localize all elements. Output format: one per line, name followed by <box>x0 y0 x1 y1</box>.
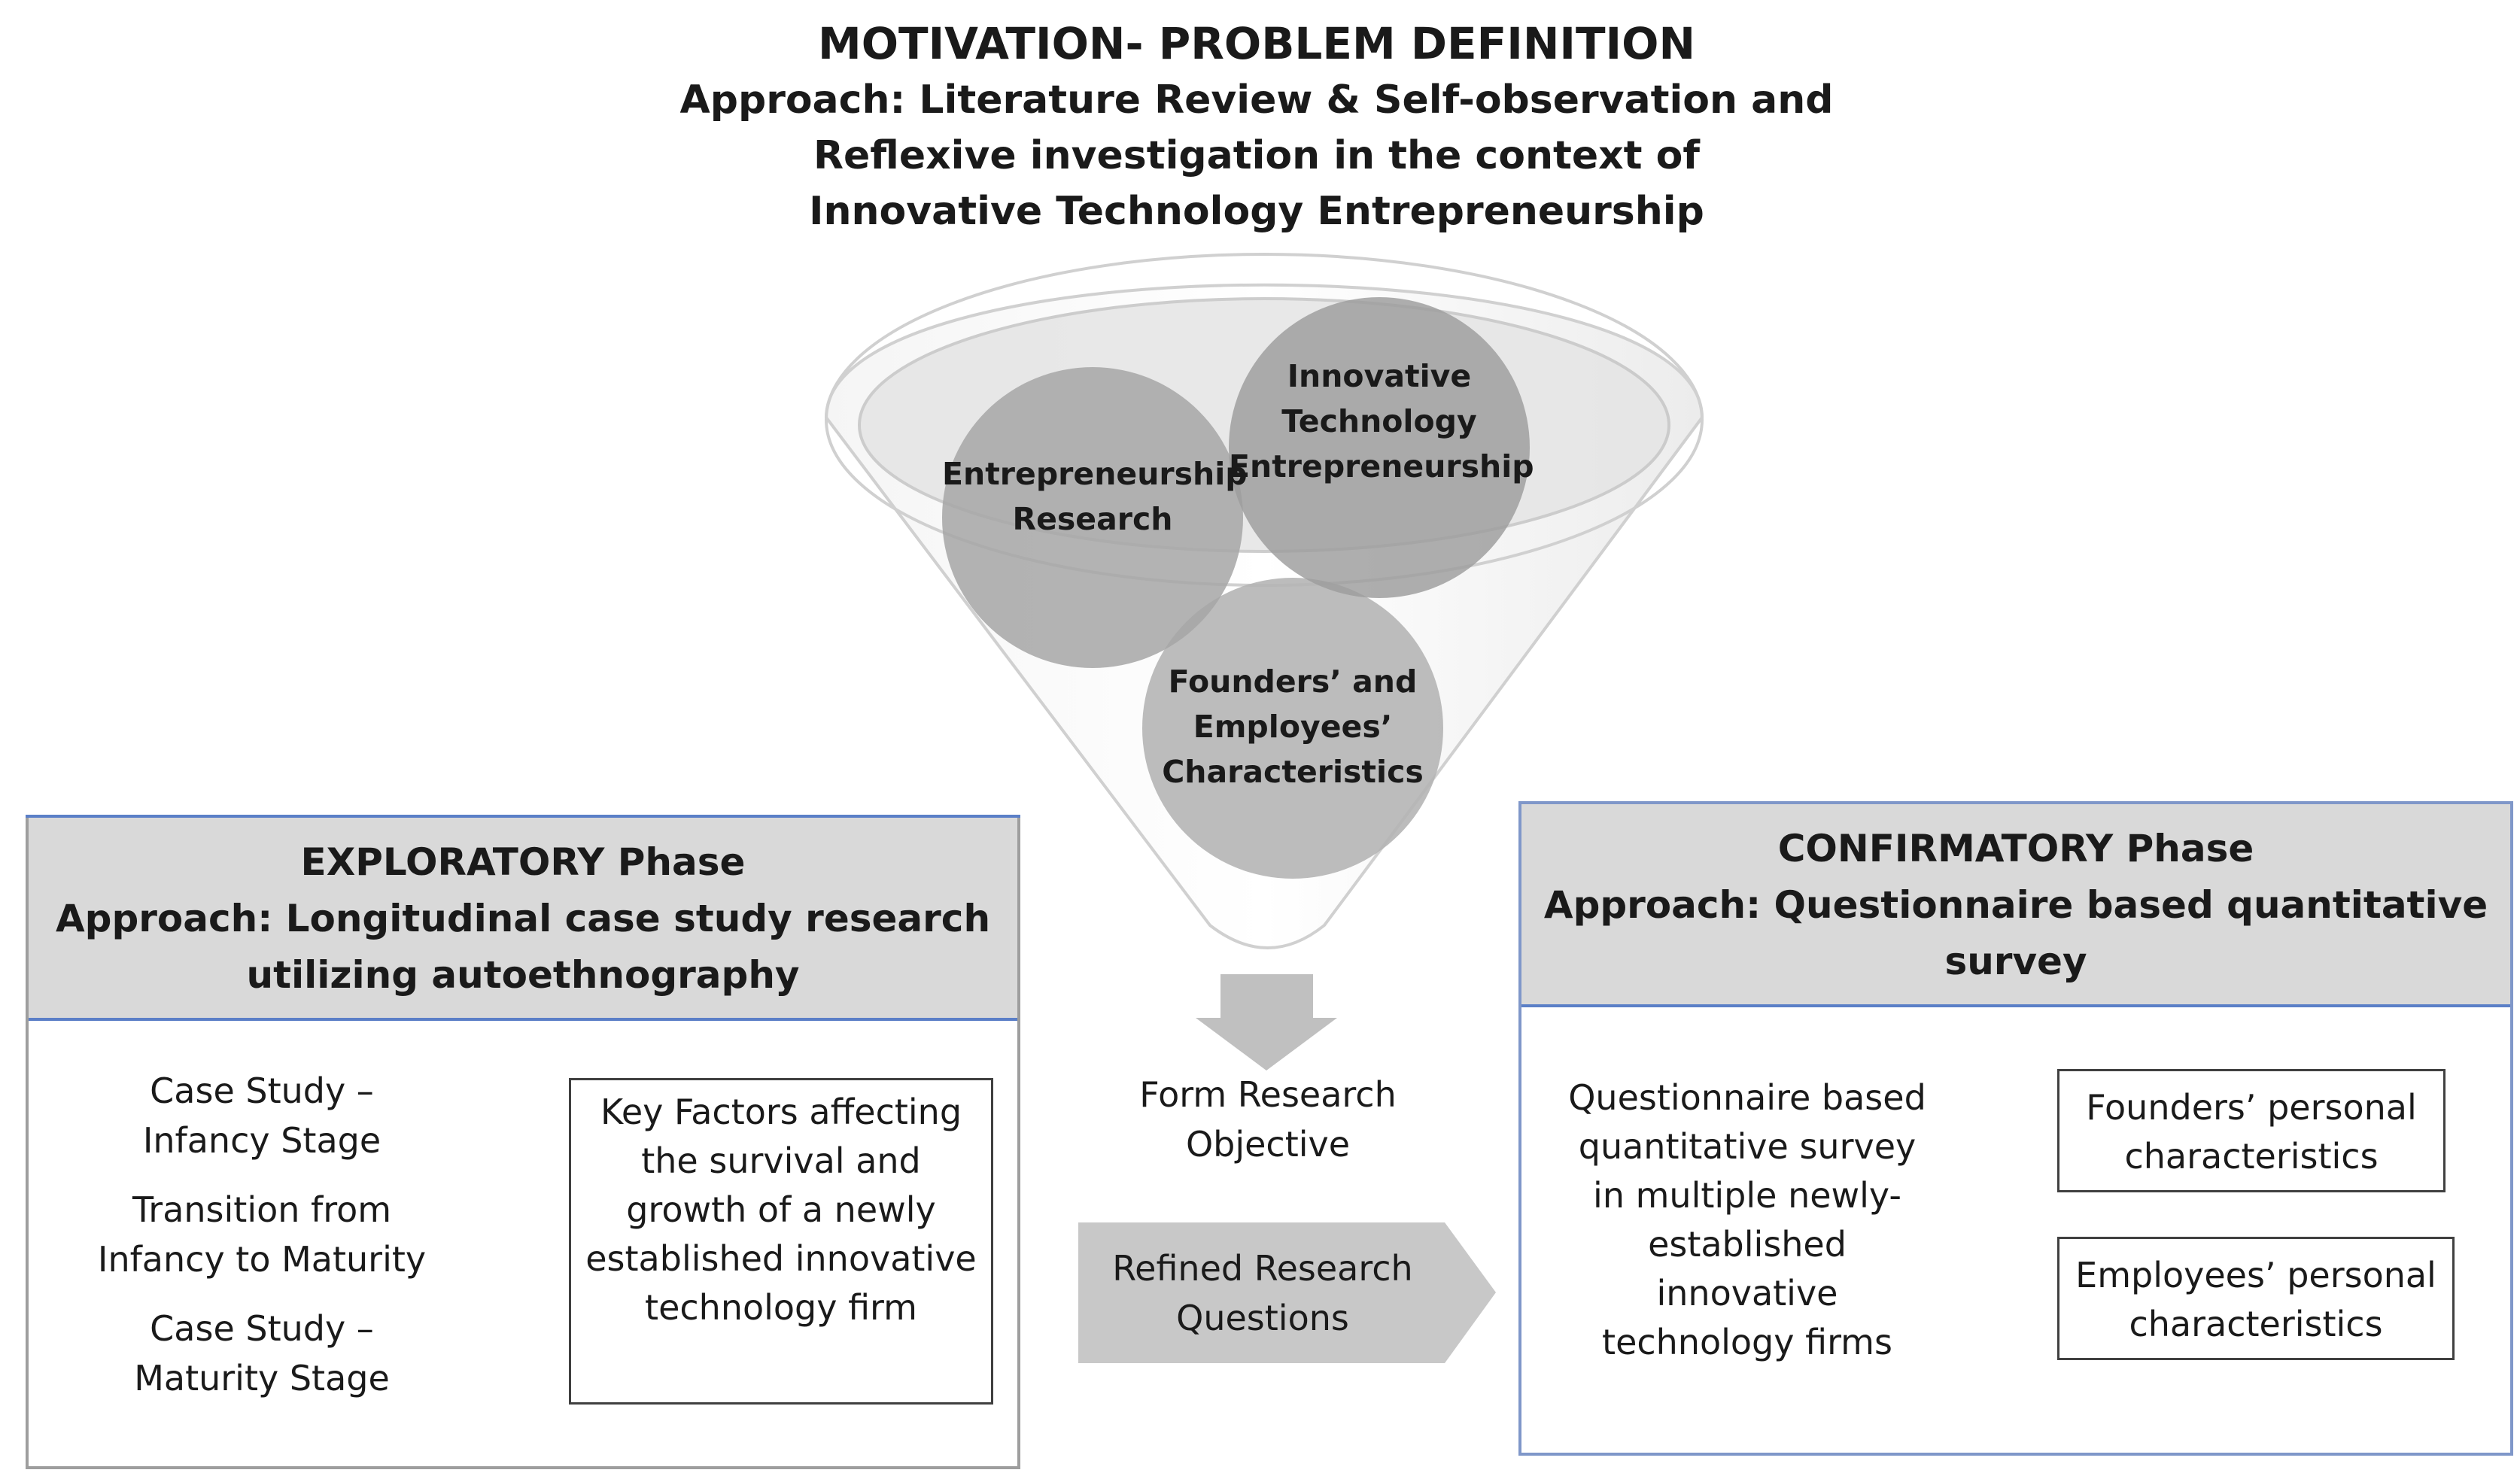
exploratory-item-infancy: Case Study – Infancy Stage <box>74 1066 450 1165</box>
employees-line: Employees’ personal <box>2075 1255 2436 1295</box>
description-line: technology firms <box>1602 1322 1892 1362</box>
approach-line-3: Innovative Technology Entrepreneurship <box>809 189 1704 234</box>
description-line: established <box>1648 1224 1847 1265</box>
circle-label-innovative-tech: Innovative Technology Entrepreneurship <box>1229 354 1534 489</box>
circle-text: Employees’ <box>1193 709 1393 745</box>
exploratory-title: EXPLORATORY Phase <box>300 840 746 884</box>
label-line: Form Research <box>1139 1074 1397 1115</box>
item-line: Case Study – <box>150 1308 374 1349</box>
item-line: Infancy Stage <box>142 1120 381 1161</box>
key-factors-line: established innovative <box>585 1238 977 1279</box>
description-line: Questionnaire based <box>1568 1077 1926 1118</box>
key-factors-line: the survival and <box>641 1140 921 1181</box>
circle-label-founders: Founders’ and Employees’ Characteristics <box>1142 659 1443 794</box>
confirmatory-title: CONFIRMATORY Phase <box>1777 827 2254 870</box>
circle-text: Founders’ and <box>1168 664 1418 700</box>
circle-text: Entrepreneurship <box>1229 448 1534 484</box>
confirmatory-phase-header: CONFIRMATORY Phase Approach: Questionnai… <box>1521 804 2510 1007</box>
label-line: Refined Research <box>1112 1248 1413 1289</box>
key-factors-box: Key Factors affecting the survival and g… <box>569 1078 993 1405</box>
key-factors-line: Key Factors affecting <box>600 1092 962 1132</box>
circle-text: Technology <box>1281 403 1477 439</box>
circle-text: Characteristics <box>1162 754 1424 790</box>
exploratory-item-maturity: Case Study – Maturity Stage <box>74 1304 450 1403</box>
down-arrow <box>1196 974 1337 1071</box>
confirmatory-phase-box: CONFIRMATORY Phase Approach: Questionnai… <box>1518 801 2513 1456</box>
exploratory-phase-header: EXPLORATORY Phase Approach: Longitudinal… <box>26 815 1020 1021</box>
refined-research-questions-label: Refined Research Questions <box>1078 1244 1447 1343</box>
item-line: Case Study – <box>150 1071 374 1111</box>
exploratory-approach-2: utilizing autoethnography <box>246 953 800 997</box>
exploratory-approach-1: Approach: Longitudinal case study resear… <box>55 897 991 940</box>
item-line: Infancy to Maturity <box>97 1239 427 1280</box>
confirmatory-approach-1: Approach: Questionnaire based quantitati… <box>1543 883 2488 927</box>
approach-line-2: Reflexive investigation in the context o… <box>813 133 1700 178</box>
description-line: quantitative survey <box>1578 1126 1917 1167</box>
employees-line: characteristics <box>2129 1304 2383 1344</box>
form-research-objective-label: Form Research Objective <box>1084 1070 1452 1169</box>
exploratory-item-transition: Transition from Infancy to Maturity <box>74 1185 450 1284</box>
circle-label-entrepreneurship-research: Entrepreneurship Research <box>942 451 1248 542</box>
diagram-title: MOTIVATION- PROBLEM DEFINITION <box>817 18 1695 69</box>
approach-line-1: Approach: Literature Review & Self-obser… <box>679 77 1834 123</box>
label-line: Objective <box>1185 1124 1351 1165</box>
label-line: Questions <box>1176 1298 1349 1338</box>
confirmatory-description: Questionnaire based quantitative survey … <box>1552 1074 1943 1367</box>
founders-characteristics-box: Founders’ personal characteristics <box>2057 1069 2446 1192</box>
founders-line: Founders’ personal <box>2086 1087 2417 1128</box>
diagram-header: MOTIVATION- PROBLEM DEFINITION Approach:… <box>677 15 1836 239</box>
item-line: Transition from <box>132 1189 392 1230</box>
header-accent-line <box>26 815 1020 818</box>
employees-characteristics-box: Employees’ personal characteristics <box>2057 1237 2455 1360</box>
circle-text: Research <box>1012 501 1173 537</box>
circle-text: Innovative <box>1287 358 1472 394</box>
exploratory-phase-box: EXPLORATORY Phase Approach: Longitudinal… <box>26 815 1020 1469</box>
key-factors-line: technology firm <box>645 1287 917 1328</box>
founders-line: characteristics <box>2124 1136 2379 1177</box>
confirmatory-approach-2: survey <box>1944 940 2087 983</box>
description-line: in multiple newly- <box>1593 1175 1901 1216</box>
description-line: innovative <box>1656 1273 1838 1313</box>
item-line: Maturity Stage <box>134 1358 390 1398</box>
key-factors-line: growth of a newly <box>626 1189 936 1230</box>
circle-text: Entrepreneurship <box>942 456 1248 492</box>
